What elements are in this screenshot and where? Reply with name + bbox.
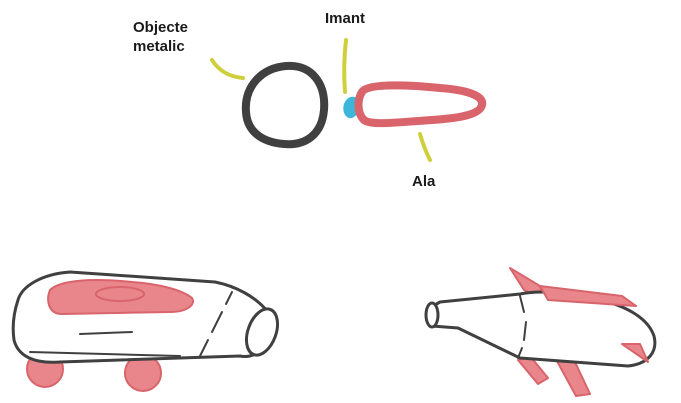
bottle-mouth xyxy=(426,303,438,327)
metal-object-label-line1: Objecte xyxy=(133,18,188,37)
magnet-label: Imant xyxy=(325,9,365,28)
metal-object-label: Objecte metalic xyxy=(133,18,188,56)
magnet-leader-line xyxy=(344,40,346,92)
wing-leader-line xyxy=(420,134,430,160)
metal-ring xyxy=(246,66,324,144)
wing-shape xyxy=(359,85,483,123)
metal-object-label-line2: metalic xyxy=(133,37,188,56)
wing-label: Ala xyxy=(412,172,435,191)
metal-object-leader-line xyxy=(212,60,243,78)
